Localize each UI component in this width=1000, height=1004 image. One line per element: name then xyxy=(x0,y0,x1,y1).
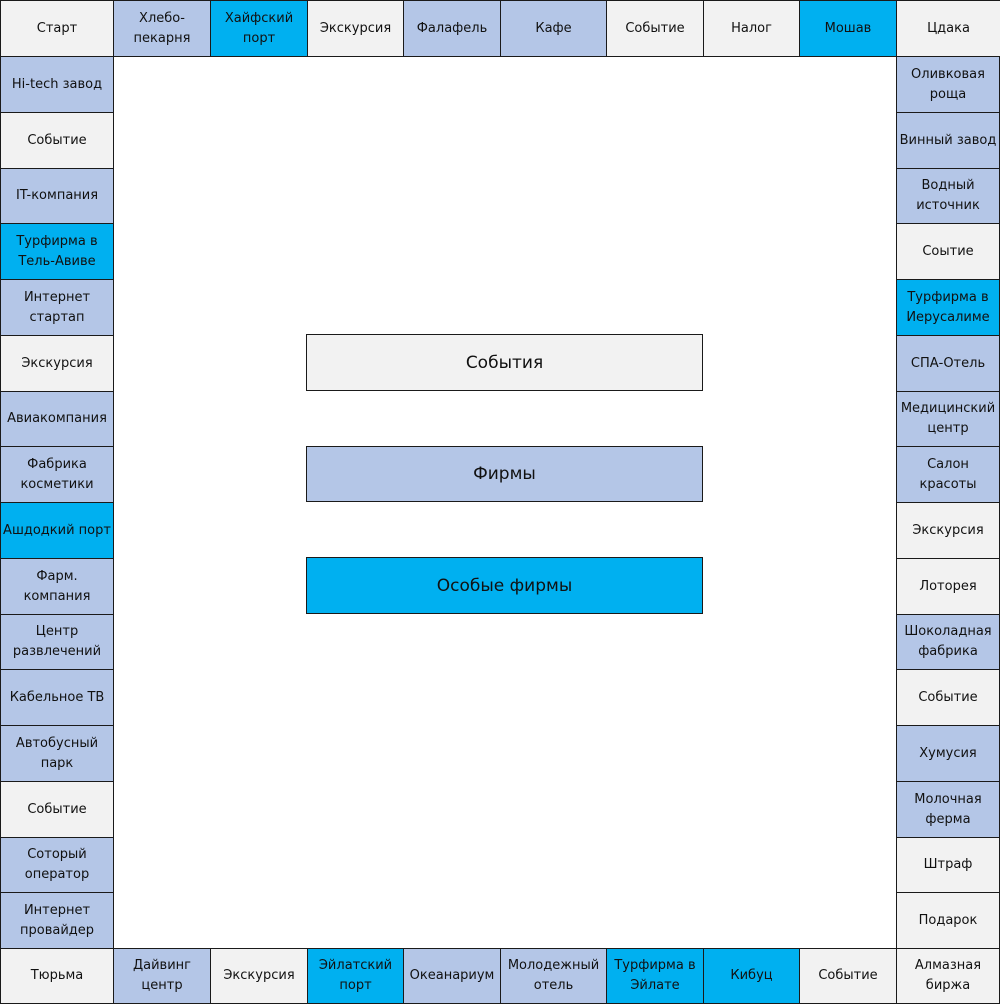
board-cell-top-2: Хайфский порт xyxy=(210,0,308,57)
board-cell-left-13: Событие xyxy=(0,781,114,838)
legend-special-firms: Особые фирмы xyxy=(306,557,703,614)
board-cell-left-4: Интернет стартап xyxy=(0,279,114,336)
board-cell-bottom-7: Кибуц xyxy=(703,948,800,1004)
board-cell-right-2: Водный источник xyxy=(896,168,1000,224)
board-cell-bottom-1: Дайвинг центр xyxy=(113,948,211,1004)
board-cell-bottom-3: Эйлатский порт xyxy=(307,948,404,1004)
board-cell-right-3: Соытие xyxy=(896,223,1000,280)
board-cell-left-3: Турфирма в Тель-Авиве xyxy=(0,223,114,280)
board-cell-top-6: Событие xyxy=(606,0,704,57)
board-cell-right-9: Лоторея xyxy=(896,558,1000,615)
board-cell-left-7: Фабрика косметики xyxy=(0,446,114,503)
board-cell-right-8: Экскурсия xyxy=(896,502,1000,559)
board-cell-bottom-9: Алмазная биржа xyxy=(896,948,1000,1004)
board-cell-top-9: Цдака xyxy=(896,0,1000,57)
board-cell-right-5: СПА-Отель xyxy=(896,335,1000,392)
board-cell-right-7: Салон красоты xyxy=(896,446,1000,503)
legend-events: События xyxy=(306,334,703,391)
board-cell-top-7: Налог xyxy=(703,0,800,57)
board-cell-bottom-6: Турфирма в Эйлате xyxy=(606,948,704,1004)
board-cell-top-0: Старт xyxy=(0,0,114,57)
board-cell-bottom-0: Тюрьма xyxy=(0,948,114,1004)
board-cell-left-2: IT-компания xyxy=(0,168,114,224)
board-cell-left-8: Ашдодкий порт xyxy=(0,502,114,559)
board-cell-top-4: Фалафель xyxy=(403,0,501,57)
board-cell-left-6: Авиакомпания xyxy=(0,391,114,447)
board-cell-left-0: Hi-tech завод xyxy=(0,56,114,113)
board-cell-top-3: Экскурсия xyxy=(307,0,404,57)
board-cell-right-10: Шоколадная фабрика xyxy=(896,614,1000,670)
board-cell-bottom-2: Экскурсия xyxy=(210,948,308,1004)
board-cell-right-15: Подарок xyxy=(896,892,1000,949)
board-cell-right-1: Винный завод xyxy=(896,112,1000,169)
board-cell-left-11: Кабельное ТВ xyxy=(0,669,114,726)
board-cell-left-1: Событие xyxy=(0,112,114,169)
board-cell-top-1: Хлебо- пекарня xyxy=(113,0,211,57)
board-cell-left-14: Соторый оператор xyxy=(0,837,114,893)
board-cell-top-8: Мошав xyxy=(799,0,897,57)
board-cell-right-0: Оливковая роща xyxy=(896,56,1000,113)
board-cell-bottom-8: Событие xyxy=(799,948,897,1004)
legend-firms: Фирмы xyxy=(306,446,703,502)
board-cell-right-4: Турфирма в Иерусалиме xyxy=(896,279,1000,336)
board-cell-top-5: Кафе xyxy=(500,0,607,57)
board-cell-left-5: Экскурсия xyxy=(0,335,114,392)
board-cell-right-6: Медицинский центр xyxy=(896,391,1000,447)
board-cell-right-12: Хумусия xyxy=(896,725,1000,782)
board-cell-bottom-5: Молодежный отель xyxy=(500,948,607,1004)
board-cell-right-11: Событие xyxy=(896,669,1000,726)
board-cell-left-10: Центр развлечений xyxy=(0,614,114,670)
board-cell-right-14: Штраф xyxy=(896,837,1000,893)
board-cell-left-12: Автобусный парк xyxy=(0,725,114,782)
board-cell-left-9: Фарм. компания xyxy=(0,558,114,615)
board-cell-right-13: Молочная ферма xyxy=(896,781,1000,838)
board-cell-bottom-4: Океанариум xyxy=(403,948,501,1004)
board-cell-left-15: Интернет провайдер xyxy=(0,892,114,949)
